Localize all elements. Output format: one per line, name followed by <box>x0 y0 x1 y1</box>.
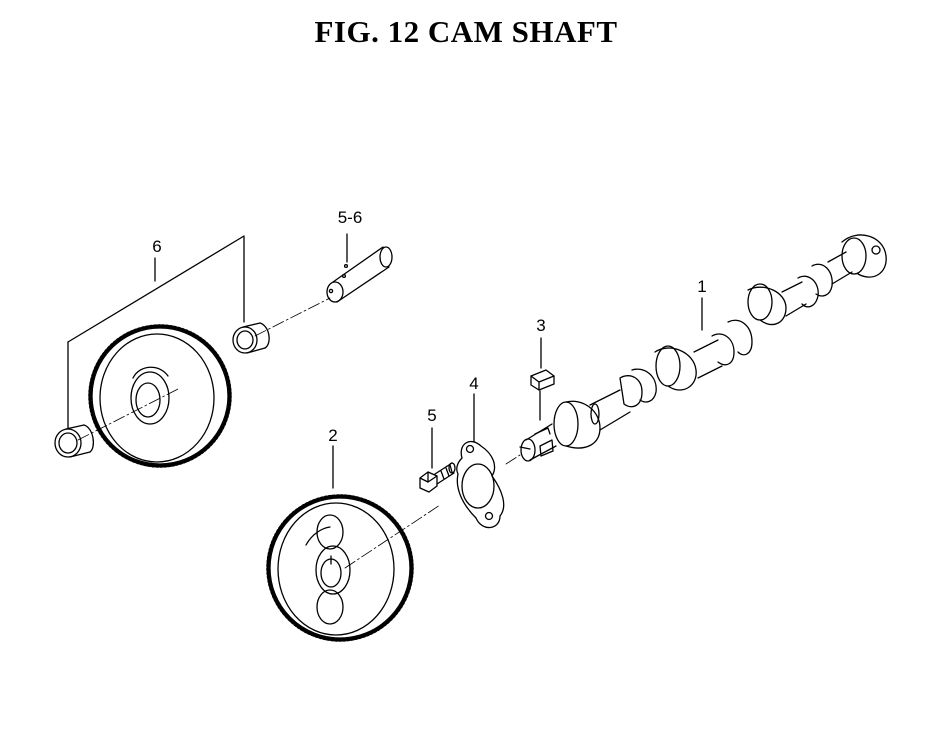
camshaft <box>519 234 887 462</box>
callout-6: 6 <box>152 237 161 256</box>
callout-1: 1 <box>697 277 706 296</box>
bushing-front <box>232 322 270 354</box>
bushing-rear <box>54 424 95 458</box>
callout-4: 4 <box>469 374 478 393</box>
callout-2: 2 <box>328 426 337 445</box>
callout-6-leader <box>67 235 245 429</box>
key <box>530 369 555 391</box>
thrust-plate <box>456 441 505 529</box>
bolt <box>419 462 456 493</box>
idler-gear <box>88 324 232 468</box>
callout-3: 3 <box>536 316 545 335</box>
idler-shaft <box>326 246 393 303</box>
callout-3-leader <box>539 337 542 421</box>
callout-5: 5 <box>427 406 436 425</box>
callout-5-6: 5-6 <box>338 208 363 227</box>
figure-title: FIG. 12 CAM SHAFT <box>314 14 618 49</box>
cam-gear <box>266 494 414 642</box>
